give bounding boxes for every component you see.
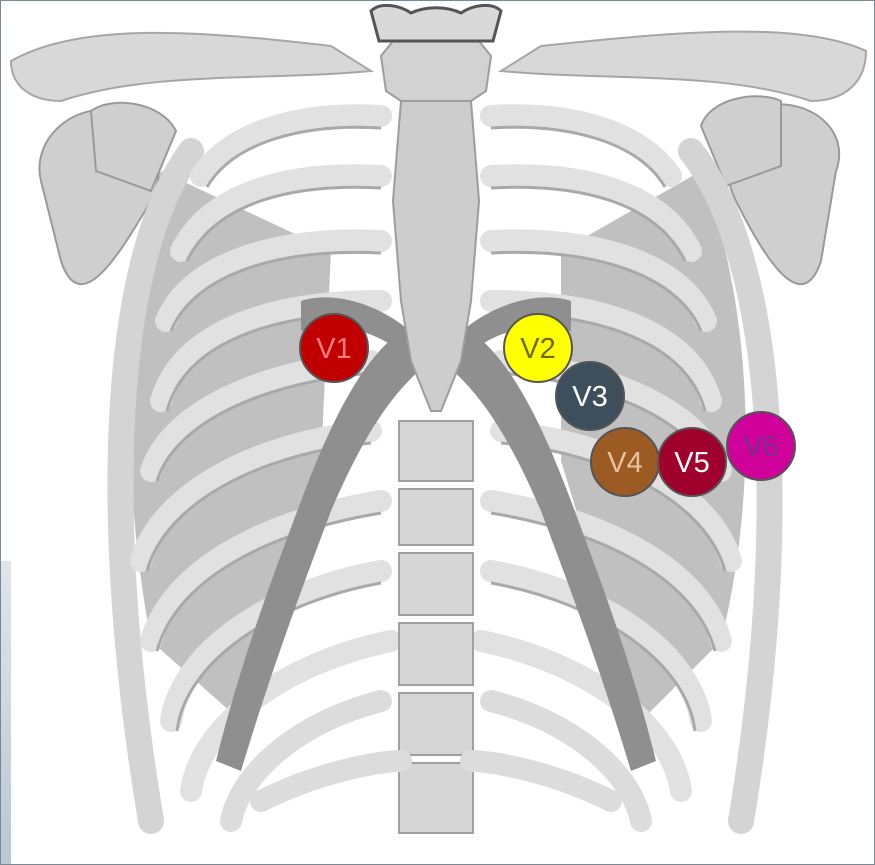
- lead-v6-marker: V6: [727, 412, 795, 480]
- lead-v5-label: V5: [674, 447, 709, 479]
- lead-v5-marker: V5: [658, 428, 726, 496]
- neck-top: [371, 5, 501, 41]
- lead-v4-label: V4: [607, 447, 642, 479]
- lead-v2-label: V2: [520, 333, 555, 365]
- lead-v3-label: V3: [572, 381, 607, 413]
- lead-v4-marker: V4: [591, 428, 659, 496]
- lead-v1-marker: V1: [300, 314, 368, 382]
- lead-v6-label: V6: [743, 431, 778, 463]
- lead-v1-label: V1: [316, 333, 351, 365]
- lead-v2-marker: V2: [504, 314, 572, 382]
- spine: [399, 421, 473, 833]
- lead-v3-marker: V3: [556, 362, 624, 430]
